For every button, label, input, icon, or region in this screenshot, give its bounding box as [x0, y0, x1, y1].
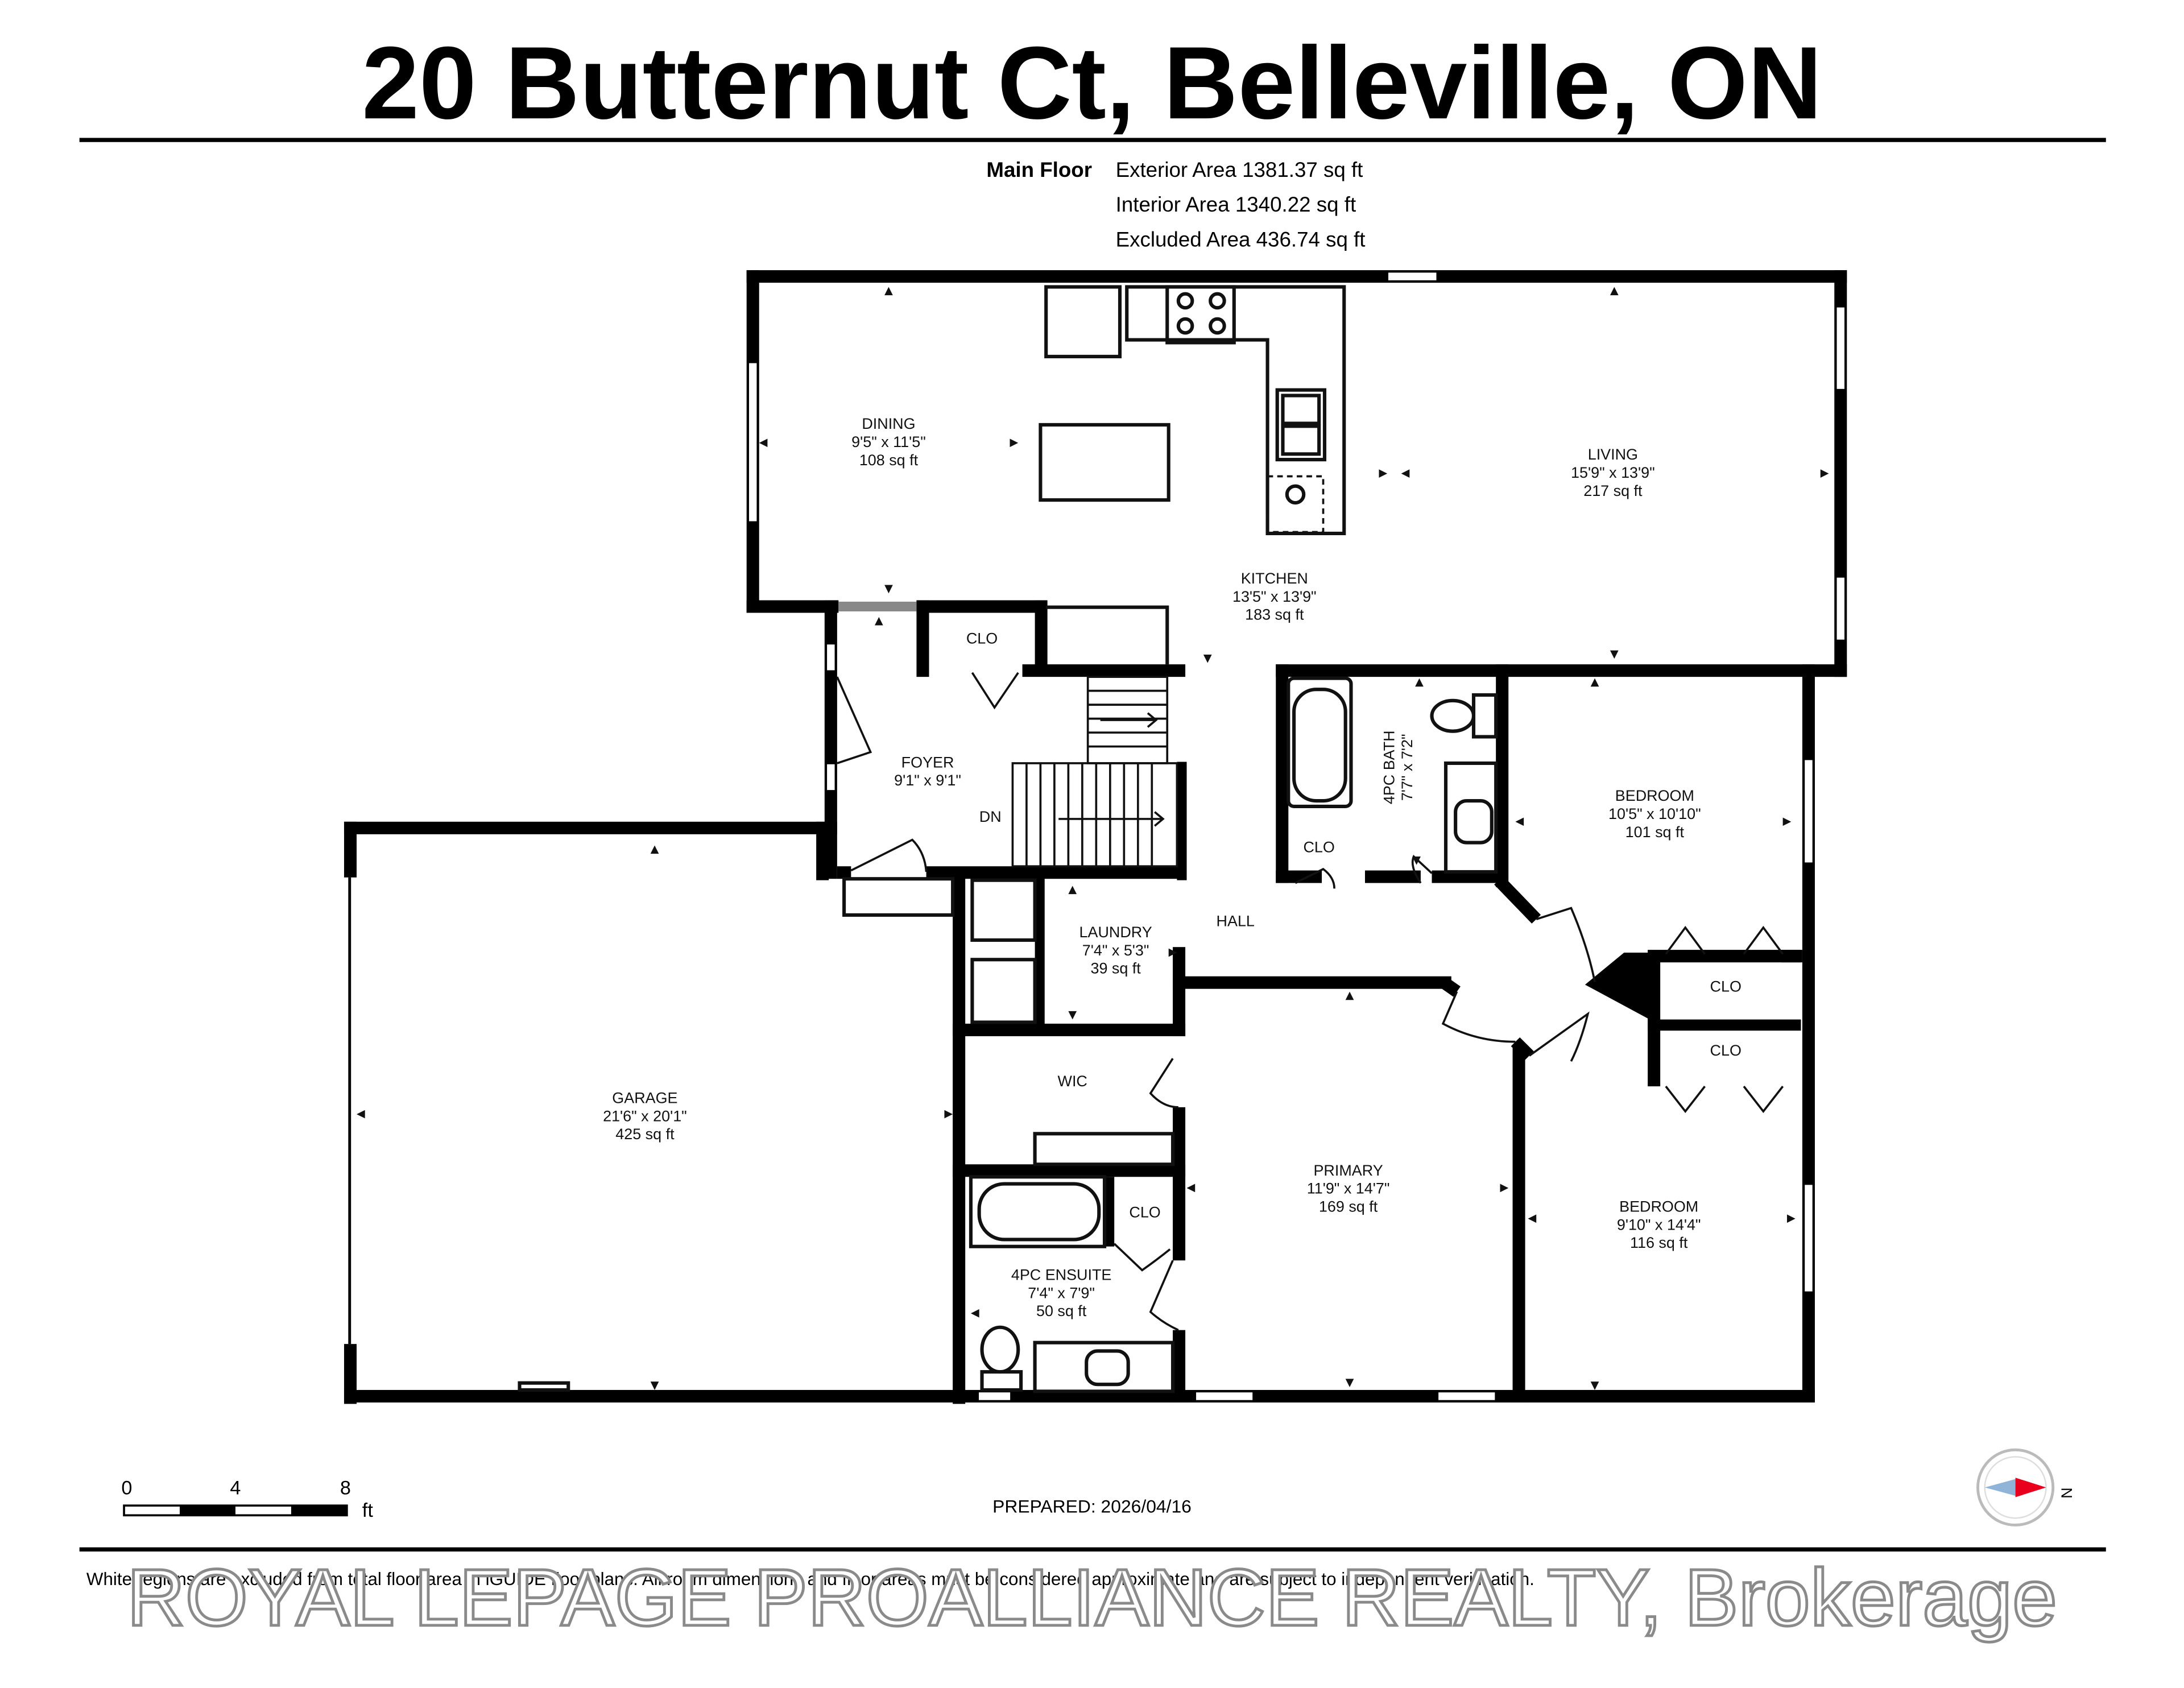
bedroom2-name: BEDROOM [1619, 1198, 1698, 1215]
ensuite-area: 50 sq ft [1036, 1302, 1087, 1319]
compass-north-label: N [2058, 1487, 2075, 1498]
foyer-dims: 9'1" x 9'1" [894, 772, 961, 789]
primary-name: PRIMARY [1313, 1162, 1383, 1179]
dining-area: 108 sq ft [859, 452, 919, 469]
garage-name: GARAGE [612, 1089, 677, 1106]
room-labels: DINING 9'5" x 11'5" 108 sq ft KITCHEN 13… [603, 415, 1742, 1319]
primary-dims: 11'9" x 14'7" [1307, 1180, 1390, 1197]
garage-step [842, 877, 955, 917]
bedroom2-dims: 9'10" x 14'4" [1617, 1216, 1701, 1233]
prepared-date: PREPARED: 2026/04/16 [992, 1496, 1192, 1516]
ensuite-vanity [1033, 1341, 1175, 1393]
laundry-name: LAUNDRY [1079, 924, 1152, 941]
laundry-dims: 7'4" x 5'3" [1082, 942, 1149, 959]
clo-label-ensuite: CLO [1129, 1203, 1160, 1221]
ensuite-dims: 7'4" x 7'9" [1028, 1284, 1095, 1301]
stairs [1011, 676, 1178, 868]
kitchen-name: KITCHEN [1241, 570, 1308, 587]
walls [344, 270, 1847, 1404]
scale-0: 0 [121, 1478, 132, 1499]
primary-area: 169 sq ft [1319, 1198, 1378, 1215]
fixtures [518, 285, 1498, 1393]
bath-dims: 7'7" x 7'2" [1399, 734, 1416, 801]
page-title: 20 Butternut Ct, Belleville, ON [362, 26, 1822, 140]
bedroom1-dims: 10'5" x 10'10" [1608, 805, 1701, 822]
clo-label-bedroom1: CLO [1710, 978, 1742, 995]
closet-corner-wall [1585, 953, 1658, 1024]
stove [1165, 285, 1236, 345]
bedroom1-name: BEDROOM [1615, 787, 1694, 804]
living-name: LIVING [1588, 446, 1638, 463]
ensuite-name: 4PC ENSUITE [1011, 1266, 1112, 1283]
scale-bar: 0 4 8 ft [121, 1478, 373, 1521]
scale-unit: ft [362, 1500, 374, 1521]
garage-dims: 21'6" x 20'1" [603, 1107, 687, 1124]
vanity [1443, 761, 1498, 874]
clo-label-bath: CLO [1303, 839, 1334, 856]
toilet [1471, 693, 1498, 739]
dn-label: DN [979, 808, 1002, 825]
dryer [970, 878, 1037, 942]
bathtub [1287, 676, 1353, 808]
ensuite-toilet [980, 1325, 1020, 1374]
garage-area: 425 sq ft [615, 1126, 675, 1143]
scale-4: 4 [230, 1478, 241, 1499]
dining-door-header [838, 601, 917, 612]
dishwasher [1266, 475, 1325, 533]
floor-label: Main Floor [986, 158, 1092, 181]
dining-name: DINING [862, 415, 915, 432]
bedroom2-area: 116 sq ft [1630, 1234, 1688, 1251]
compass-icon: N [1976, 1448, 2075, 1526]
windows [747, 270, 1847, 1402]
clo-label-foyer: CLO [966, 630, 998, 647]
kitchen-sink [1275, 388, 1327, 462]
stair-landing [1046, 605, 1169, 665]
diagonal-walls [1439, 876, 1541, 1061]
ensuite-bathtub [969, 1175, 1107, 1248]
fridge [1044, 285, 1122, 358]
kitchen-area: 183 sq ft [1245, 606, 1304, 623]
bath-name: 4PC BATH [1380, 730, 1397, 804]
kitchen-counter [1125, 285, 1346, 535]
foyer-name: FOYER [901, 754, 954, 771]
clo-label-bedroom2: CLO [1710, 1042, 1742, 1059]
footer-rule [79, 1547, 2106, 1552]
washer [970, 958, 1037, 1024]
bedroom1-area: 101 sq ft [1625, 824, 1685, 841]
wic-label: WIC [1058, 1073, 1087, 1090]
wic-shelf [1033, 1132, 1175, 1166]
kitchen-dims: 13'5" x 13'9" [1232, 588, 1317, 605]
living-area: 217 sq ft [1583, 482, 1643, 499]
header-rule [79, 138, 2106, 142]
dining-dims: 9'5" x 11'5" [851, 433, 926, 450]
interior-area: Interior Area 1340.22 sq ft [1116, 193, 1356, 216]
laundry-area: 39 sq ft [1090, 960, 1141, 977]
excluded-area: Excluded Area 436.74 sq ft [1116, 227, 1366, 251]
kitchen-island [1039, 423, 1170, 502]
disclaimer: White regions are excluded from total fl… [86, 1569, 1534, 1589]
dimension-ticks [357, 287, 1829, 1390]
hall-label: HALL [1217, 912, 1255, 929]
brokerage-watermark: ROYAL LEPAGE PROALLIANCE REALTY, Brokera… [127, 1553, 2057, 1643]
garage-outlet [518, 1381, 570, 1392]
scale-8: 8 [340, 1478, 351, 1499]
living-dims: 15'9" x 13'9" [1571, 464, 1655, 481]
exterior-area: Exterior Area 1381.37 sq ft [1116, 158, 1363, 181]
